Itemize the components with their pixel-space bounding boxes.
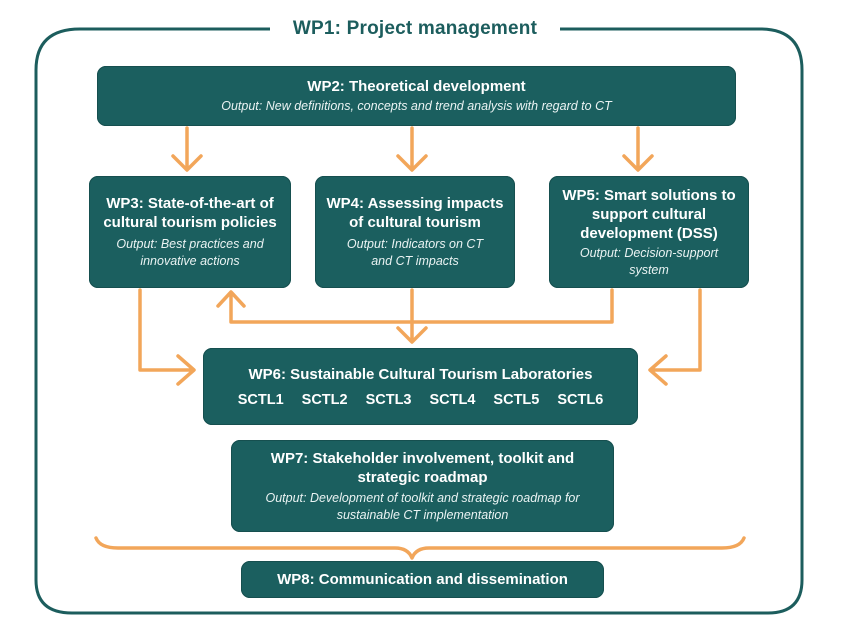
wp3-box: WP3: State-of-the-art of cultural touris… xyxy=(89,176,291,288)
arrow-wp2-wp5 xyxy=(622,126,654,172)
wp1-title: WP1: Project management xyxy=(270,14,560,44)
wp4-title: WP4: Assessing impacts of cultural touri… xyxy=(326,195,504,231)
wp6-labs: SCTL1 SCTL2 SCTL3 SCTL4 SCTL5 SCTL6 xyxy=(238,392,604,408)
wp4-output: Output: Indicators on CT and CT impacts xyxy=(346,237,484,268)
lab-sctl4: SCTL4 xyxy=(429,392,476,408)
arrow-wp4-wp6 xyxy=(396,288,428,344)
arrow-wp2-wp3 xyxy=(171,126,203,172)
arrow-wp5-wp6 xyxy=(648,288,702,386)
wp2-output: Output: New definitions, concepts and tr… xyxy=(221,99,612,113)
wp7-box: WP7: Stakeholder involvement, toolkit an… xyxy=(231,440,614,532)
wp7-output: Output: Development of toolkit and strat… xyxy=(265,490,580,522)
wp6-title: WP6: Sustainable Cultural Tourism Labora… xyxy=(248,366,593,383)
wp3-title: WP3: State-of-the-art of cultural touris… xyxy=(103,195,277,231)
wp2-title: WP2: Theoretical development xyxy=(307,78,526,95)
brace-wp7-wp8 xyxy=(94,536,746,560)
lab-sctl2: SCTL2 xyxy=(301,392,348,408)
wp4-box: WP4: Assessing impacts of cultural touri… xyxy=(315,176,515,288)
wp5-title: WP5: Smart solutions to support cultural… xyxy=(562,186,736,242)
arrow-wp2-wp4 xyxy=(396,126,428,172)
wp8-box: WP8: Communication and dissemination xyxy=(241,561,604,598)
wp8-title: WP8: Communication and dissemination xyxy=(277,571,568,588)
lab-sctl6: SCTL6 xyxy=(557,392,604,408)
lab-sctl3: SCTL3 xyxy=(365,392,412,408)
wp6-box: WP6: Sustainable Cultural Tourism Labora… xyxy=(203,348,638,425)
arrow-feedback-wp3 xyxy=(216,288,614,324)
lab-sctl5: SCTL5 xyxy=(493,392,540,408)
wp5-box: WP5: Smart solutions to support cultural… xyxy=(549,176,749,288)
wp5-output: Output: Decision-support system xyxy=(579,245,719,277)
wp2-box: WP2: Theoretical development Output: New… xyxy=(97,66,736,126)
wp3-output: Output: Best practices and innovative ac… xyxy=(116,237,264,268)
wp1-frame xyxy=(34,27,804,615)
arrow-wp3-wp6 xyxy=(138,288,196,386)
wp7-title: WP7: Stakeholder involvement, toolkit an… xyxy=(270,449,575,486)
lab-sctl1: SCTL1 xyxy=(237,392,284,408)
